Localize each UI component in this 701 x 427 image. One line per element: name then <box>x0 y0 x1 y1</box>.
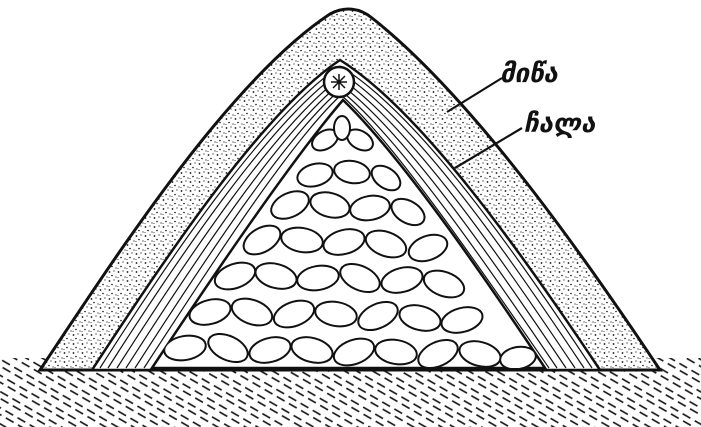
straw-label: ჩალა <box>524 109 596 139</box>
soil-label: მიწა <box>500 59 558 89</box>
vent-pipe <box>324 67 354 97</box>
